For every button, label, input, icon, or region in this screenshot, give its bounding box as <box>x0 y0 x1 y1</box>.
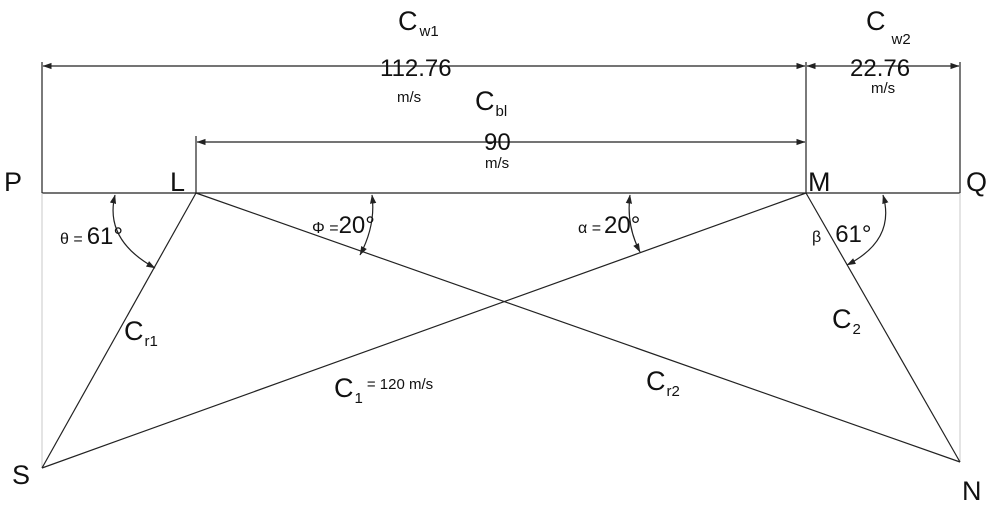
c1-main: C <box>334 373 354 403</box>
theta-symbol: θ = <box>60 231 83 248</box>
alpha-label: α =20° <box>578 212 640 239</box>
c2-subscript: 2 <box>853 321 861 338</box>
cw2-main: C <box>866 6 886 36</box>
cw1-main: C <box>398 6 418 36</box>
cbl-main: C <box>475 86 495 116</box>
cw2-subscript: w2 <box>891 31 911 48</box>
phi-label: Φ =20° <box>312 212 375 239</box>
cr2-label: Cr2 <box>646 366 680 400</box>
c2-vector-line <box>805 192 961 463</box>
beta-label: β 61° <box>812 221 872 248</box>
cr2-main: C <box>646 366 666 396</box>
cw1-unit: m/s <box>397 89 421 106</box>
theta-value: 61° <box>87 223 123 250</box>
alpha-angle-arc <box>625 194 641 253</box>
point-label-m: M <box>808 167 831 197</box>
cr2-subscript: r2 <box>667 383 680 400</box>
beta-symbol: β <box>812 229 821 246</box>
theta-angle-arc <box>109 194 156 269</box>
c1-value: = 120 m/s <box>367 376 433 393</box>
phi-angle-arc <box>359 194 377 256</box>
phi-value: 20° <box>339 212 375 239</box>
beta-angle-arc <box>846 194 889 266</box>
cr1-vector-line <box>41 192 197 469</box>
cr1-main: C <box>124 316 144 346</box>
point-label-l: L <box>170 167 185 197</box>
point-label-p: P <box>4 167 22 197</box>
c2-main: C <box>832 304 852 334</box>
c1-subscript: 1 <box>355 390 363 407</box>
cr1-subscript: r1 <box>145 333 158 350</box>
c2-label: C2 <box>832 304 861 338</box>
beta-value: 61° <box>835 221 871 248</box>
alpha-symbol: α = <box>578 220 601 237</box>
cw1-subscript: w1 <box>419 23 439 40</box>
cbl-unit: m/s <box>485 155 509 172</box>
phi-symbol: Φ = <box>312 220 339 237</box>
point-label-n: N <box>962 476 982 506</box>
cw2-label: Cw2 <box>866 6 911 48</box>
c1-label: C1= 120 m/s <box>334 373 433 407</box>
point-label-s: S <box>12 460 30 490</box>
c1-vector-line <box>41 192 807 469</box>
cw1-value: 112.76 <box>380 55 452 82</box>
alpha-value: 20° <box>604 212 640 239</box>
theta-label: θ =61° <box>60 223 123 250</box>
cbl-subscript: bl <box>496 103 508 120</box>
cr2-vector-line <box>195 192 961 463</box>
cw2-value: 22.76 <box>850 55 910 82</box>
cbl-value: 90 <box>484 129 511 156</box>
cbl-label: Cbl <box>475 86 507 120</box>
point-label-q: Q <box>966 167 987 197</box>
cr1-label: Cr1 <box>124 316 158 350</box>
cw2-unit: m/s <box>871 80 895 97</box>
